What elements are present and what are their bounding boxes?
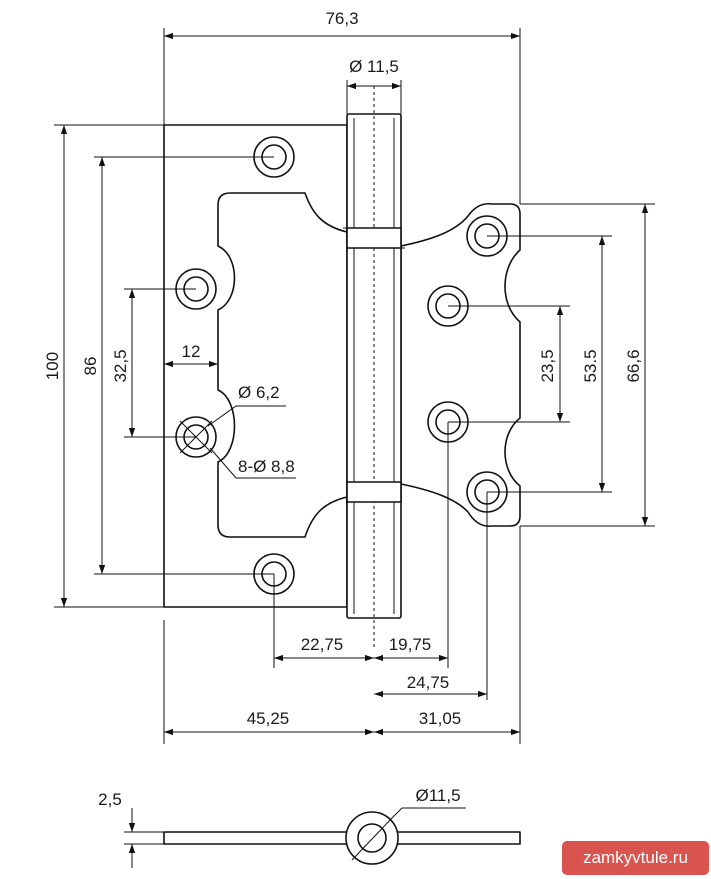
dim-leaf-right-width: 31,05 — [419, 709, 462, 728]
dim-leaf-left-width: 45,25 — [247, 709, 290, 728]
dim-thickness: 2,5 — [98, 790, 122, 809]
left-leaf-cutout — [217, 192, 348, 538]
dim-height-left: 100 — [43, 352, 62, 380]
side-view — [124, 807, 521, 868]
knuckle-joint-top — [346, 227, 402, 249]
dim-offset-right-outer: 24,75 — [407, 673, 450, 692]
dim-hole-span-left-mid: 32,5 — [111, 349, 130, 382]
dim-screw-holes: 8-Ø 8,8 — [238, 457, 295, 476]
dim-hole-span-left: 86 — [81, 357, 100, 376]
dim-edge-to-hole: 12 — [182, 342, 201, 361]
dim-offset-left-hole: 22,75 — [301, 635, 344, 654]
site-watermark: zamkyvtule.ru — [562, 841, 709, 875]
extension-lines — [54, 28, 655, 744]
knuckle-joint-bottom — [346, 481, 402, 503]
dim-offset-right-inner: 19,75 — [389, 635, 432, 654]
dim-total-width: 76,3 — [325, 9, 358, 28]
dim-span-right-mid: 53.5 — [581, 349, 600, 382]
right-leaf-outline — [400, 202, 521, 528]
dim-pin-hole: Ø 6,2 — [238, 383, 280, 402]
dim-span-right-inner: 23,5 — [538, 349, 557, 382]
screw-hole-left-upper — [175, 268, 217, 310]
dimension-lines — [60, 32, 649, 736]
dim-knuckle-diameter: Ø 11,5 — [349, 57, 399, 76]
dim-side-knuckle-diameter: Ø11,5 — [415, 786, 460, 805]
dim-height-right: 66,6 — [624, 349, 643, 382]
